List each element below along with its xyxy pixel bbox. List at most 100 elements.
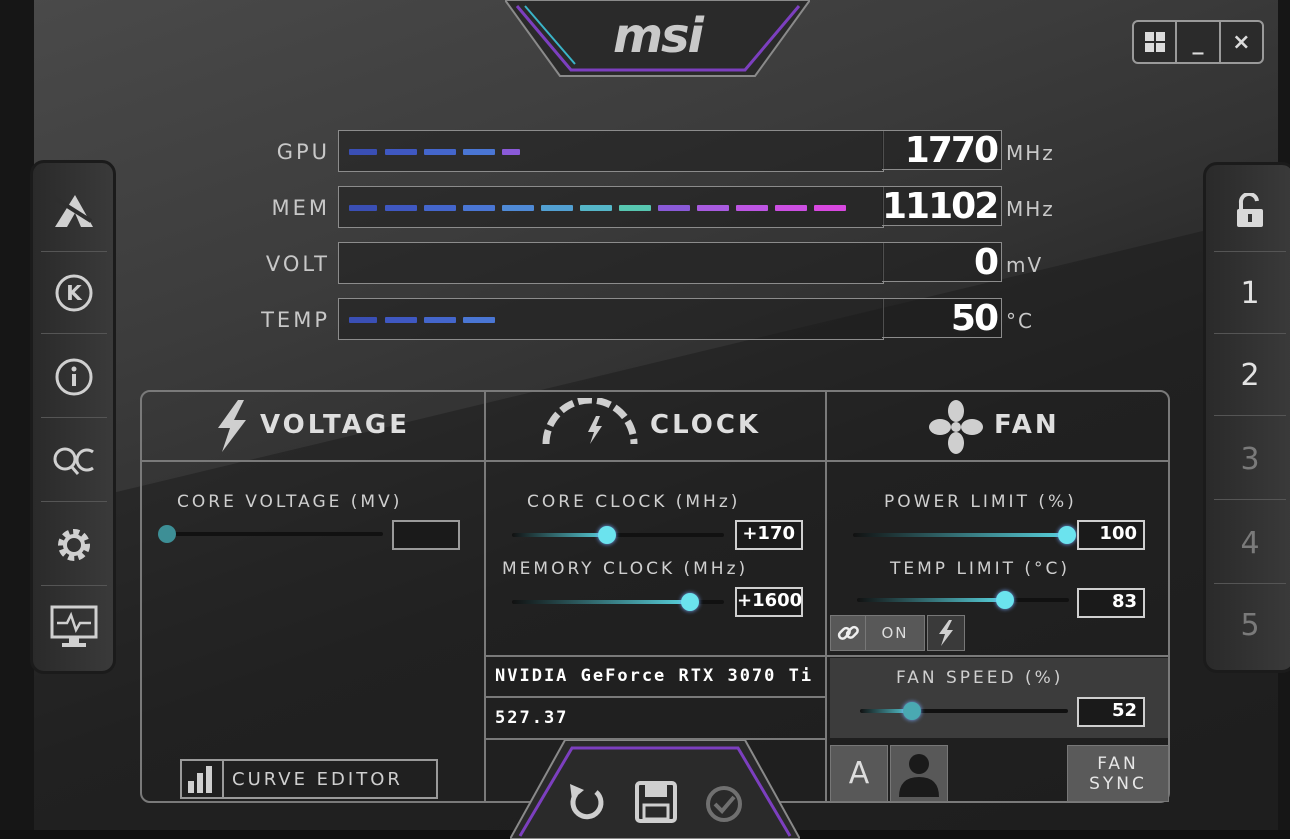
fan-icon <box>929 400 983 454</box>
profile-1-button[interactable]: 1 <box>1214 253 1286 334</box>
power-limit-label: POWER LIMIT (%) <box>884 492 1077 512</box>
mem-unit: MHz <box>1006 197 1055 221</box>
monitor-segment <box>385 205 417 211</box>
gpu-value: 1770 <box>882 130 1002 171</box>
monitor-segment <box>658 205 690 211</box>
power-limit-value[interactable]: 100 <box>1077 520 1145 550</box>
profile-3-button[interactable]: 3 <box>1214 419 1286 500</box>
column-divider-2 <box>825 392 827 657</box>
apply-icon[interactable] <box>704 784 744 824</box>
lightning-toggle[interactable] <box>927 615 965 651</box>
close-button[interactable]: × <box>1221 22 1262 62</box>
profile-2-button[interactable]: 2 <box>1214 335 1286 416</box>
monitor-segment <box>385 149 417 155</box>
temp-limit-label: TEMP LIMIT (°C) <box>890 559 1071 579</box>
lock-button[interactable] <box>1214 171 1286 252</box>
memory-clock-track[interactable] <box>512 600 724 604</box>
driver-version: 527.37 <box>495 708 569 728</box>
power-limit-knob[interactable] <box>1057 526 1076 544</box>
monitor-segment <box>541 205 573 211</box>
afterburner-logo-icon <box>51 195 93 227</box>
monitor-segment <box>424 317 456 323</box>
temp-label: TEMP <box>261 308 330 332</box>
fan-speed-value[interactable]: 52 <box>1077 697 1145 727</box>
volt-bar <box>338 242 884 284</box>
windows-icon[interactable] <box>1134 22 1178 62</box>
memory-clock-label: MEMORY CLOCK (MHz) <box>502 559 749 579</box>
link-toggle-on[interactable]: ON <box>865 615 925 651</box>
curve-editor-button[interactable]: CURVE EDITOR <box>180 759 438 799</box>
temp-limit-value[interactable]: 83 <box>1077 588 1145 618</box>
temp-limit-fill <box>857 598 1006 602</box>
gear-icon <box>58 529 90 561</box>
settings-button[interactable] <box>41 505 107 586</box>
monitor-segment <box>424 205 456 211</box>
core-clock-value[interactable]: +170 <box>735 520 803 550</box>
fan-header: FAN <box>994 410 1060 440</box>
volt-label: VOLT <box>265 252 330 276</box>
memory-clock-value[interactable]: +1600 <box>735 587 803 617</box>
lightning-icon <box>939 620 953 646</box>
lightning-icon <box>218 400 246 452</box>
info-button[interactable] <box>41 337 107 418</box>
afterburner-logo-button[interactable] <box>41 171 107 252</box>
window-controls: _ × <box>1132 20 1264 64</box>
core-clock-label: CORE CLOCK (MHz) <box>527 492 741 512</box>
core-voltage-track[interactable] <box>165 532 383 536</box>
core-clock-track[interactable] <box>512 533 724 537</box>
auto-fan-button[interactable]: A <box>830 745 888 802</box>
power-limit-fill <box>853 533 1067 537</box>
logo-tab <box>505 0 810 77</box>
reset-icon[interactable] <box>566 780 606 824</box>
fan-speed-track[interactable] <box>860 709 1068 713</box>
temp-limit-track[interactable] <box>857 598 1069 602</box>
driver-divider <box>486 738 826 740</box>
temp-unit: °C <box>1006 309 1034 333</box>
monitor-segment <box>775 205 807 211</box>
minimize-icon: _ <box>1192 29 1204 55</box>
profile-5-button[interactable]: 5 <box>1240 607 1260 643</box>
monitor-segment <box>697 205 729 211</box>
monitor-segment <box>736 205 768 211</box>
volt-unit: mV <box>1006 253 1044 277</box>
oc-scanner-button[interactable] <box>41 421 107 502</box>
memory-clock-knob[interactable] <box>681 593 700 611</box>
link-icon <box>837 625 859 640</box>
oc-scanner-icon <box>53 447 94 475</box>
temp-limit-knob[interactable] <box>996 591 1015 609</box>
monitor-segment <box>814 205 846 211</box>
monitor-button[interactable] <box>41 587 107 667</box>
gpu-label: GPU <box>276 140 330 164</box>
gpu-bar <box>338 130 884 172</box>
minimize-button[interactable]: _ <box>1177 22 1221 62</box>
save-icon[interactable] <box>634 780 678 824</box>
power-limit-track[interactable] <box>853 533 1069 537</box>
fan-speed-knob[interactable] <box>903 702 921 720</box>
clock-header: CLOCK <box>650 410 762 440</box>
svg-text:K: K <box>66 281 83 305</box>
monitor-segment <box>502 149 520 155</box>
monitor-segment <box>349 205 377 211</box>
fan-sync-label-1: FAN <box>1097 753 1139 774</box>
monitor-segment <box>580 205 612 211</box>
user-fan-button[interactable] <box>890 745 948 802</box>
info-icon <box>55 358 93 396</box>
fan-speed-label: FAN SPEED (%) <box>896 668 1064 688</box>
profile-4-button[interactable]: 4 <box>1214 503 1286 584</box>
monitor-segment <box>502 205 534 211</box>
voltage-header: VOLTAGE <box>260 410 410 440</box>
core-clock-knob[interactable] <box>598 526 617 544</box>
fan-sync-label-2: SYNC <box>1089 773 1147 794</box>
monitor-segment <box>349 317 377 323</box>
core-voltage-knob[interactable] <box>158 525 176 543</box>
column-divider-1 <box>484 392 486 802</box>
curve-editor-label: CURVE EDITOR <box>232 768 403 790</box>
fan-sync-button[interactable]: FAN SYNC <box>1067 745 1169 802</box>
core-voltage-value[interactable] <box>392 520 460 550</box>
core-voltage-label: CORE VOLTAGE (MV) <box>177 492 403 512</box>
gpu-name-divider <box>486 696 826 698</box>
link-button[interactable] <box>830 615 866 651</box>
kombustor-button[interactable]: K <box>41 253 107 334</box>
lock-open-icon <box>1237 193 1263 227</box>
